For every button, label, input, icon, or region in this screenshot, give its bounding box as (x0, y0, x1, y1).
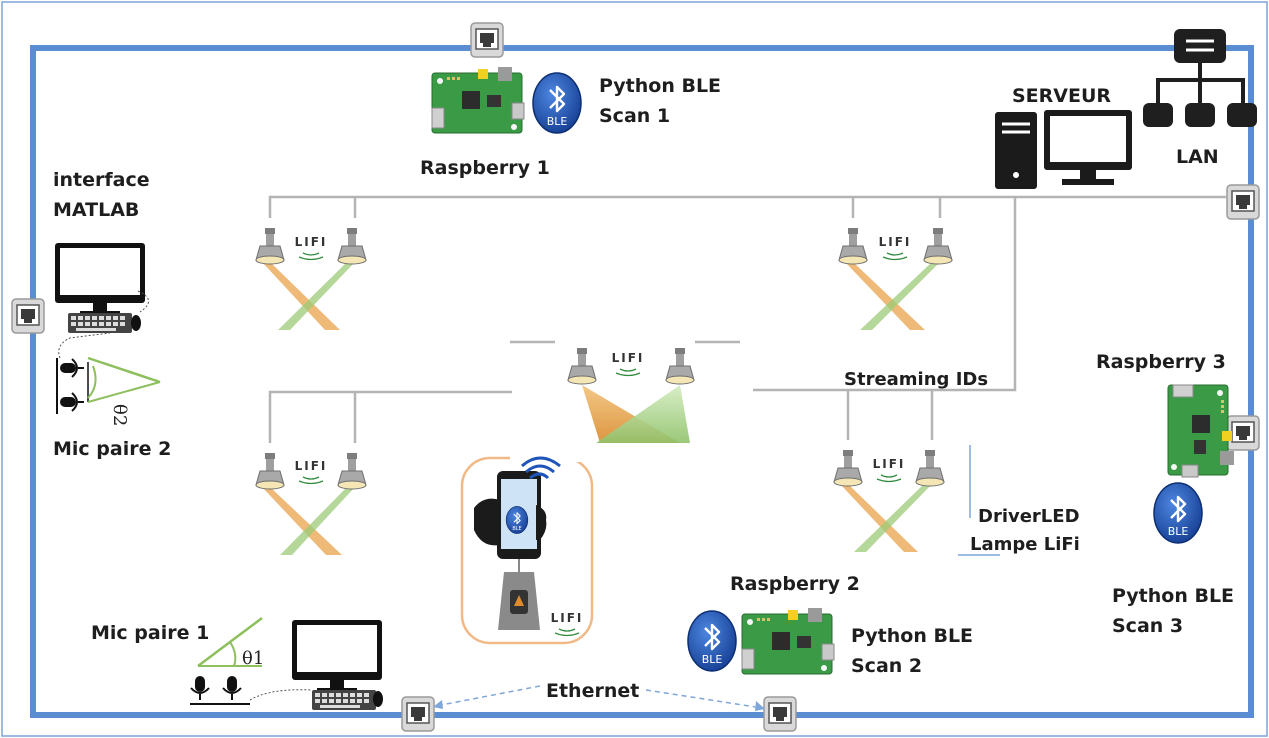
lifi-logo (293, 234, 329, 261)
lifi-logo (871, 456, 907, 483)
spot-lamp (567, 347, 597, 385)
mic-paire-1-label: Mic paire 1 (91, 622, 210, 644)
ethernet-port-top (470, 22, 504, 58)
python-ble-1-label: Python BLE (599, 75, 722, 97)
lifi-lamp-group-bottom-left (255, 452, 367, 555)
theta-2-label: θ2 (109, 404, 130, 426)
raspberry-pi-3-board (1167, 384, 1235, 478)
ethernet-label: Ethernet (546, 680, 640, 702)
spot-lamp (923, 227, 953, 265)
streaming-ids-label: Streaming IDs (844, 369, 989, 390)
spot-lamp (255, 227, 285, 265)
left-lower-wire (268, 390, 512, 443)
ethernet-port-bottom-left (401, 696, 435, 732)
matlab-computer (55, 243, 149, 333)
scan-2-label: Scan 2 (851, 655, 923, 677)
serveur-label: SERVEUR (1012, 85, 1112, 107)
ble-icon-3 (1152, 481, 1204, 545)
spot-lamp (337, 452, 367, 490)
lifi-lamp-group-top-left (255, 227, 367, 330)
right-drop-wire (753, 197, 1017, 392)
lighting-wires (268, 195, 1226, 443)
python-ble-2-label: Python BLE (851, 625, 974, 647)
raspberry-1-label: Raspberry 1 (420, 157, 550, 179)
top-wire (268, 195, 1226, 218)
ethernet-port-lan (1226, 184, 1260, 220)
interface-label: interface (53, 169, 150, 191)
ethernet-arrowhead-right (755, 701, 765, 711)
raspberry-3-label: Raspberry 3 (1096, 351, 1226, 373)
lan-label: LAN (1176, 146, 1219, 168)
ble-icon-1 (531, 71, 583, 135)
ble-icon-2 (686, 609, 738, 673)
mobile-device (460, 452, 594, 645)
driverled-bracket (958, 445, 1000, 556)
ethernet-port-bottom-right (763, 696, 797, 732)
scan-3-label: Scan 3 (1112, 615, 1184, 637)
spot-lamp (337, 227, 367, 265)
scan-1-label: Scan 1 (599, 105, 671, 127)
lifi-logo (293, 458, 329, 485)
lifi-lamp-group-top-right (838, 227, 953, 330)
server-icon (995, 110, 1132, 189)
theta-1-label: θ1 (242, 648, 264, 669)
ethernet-link (435, 685, 763, 709)
lifi-logo (877, 234, 913, 261)
spot-lamp (838, 227, 868, 265)
mic-computer (249, 620, 383, 710)
ethernet-arrowhead-left (433, 700, 443, 709)
spot-lamp (833, 449, 863, 487)
matlab-label: MATLAB (53, 199, 140, 221)
spot-lamp (915, 449, 945, 487)
spot-lamp (255, 452, 285, 490)
lan-icon (1143, 29, 1257, 127)
ethernet-port-left (11, 298, 45, 334)
raspberry-pi-1-board (431, 66, 525, 134)
python-ble-3-label: Python BLE (1112, 585, 1235, 607)
mic-paire-2-label: Mic paire 2 (53, 438, 172, 460)
lifi-logo (610, 350, 646, 377)
lifi-lamp-group-center (567, 347, 695, 443)
driverled-label: DriverLED (978, 506, 1080, 527)
raspberry-2-label: Raspberry 2 (730, 573, 860, 595)
raspberry-pi-2-board (741, 607, 835, 675)
lampe-lifi-label: Lampe LiFi (970, 534, 1080, 555)
mic-pair-2 (56, 332, 161, 414)
network-frame (30, 45, 1254, 718)
mic-pair-1 (190, 617, 263, 705)
lifi-logo (549, 610, 585, 637)
spot-lamp (665, 347, 695, 385)
lifi-lamp-group-bottom-right (833, 449, 945, 552)
